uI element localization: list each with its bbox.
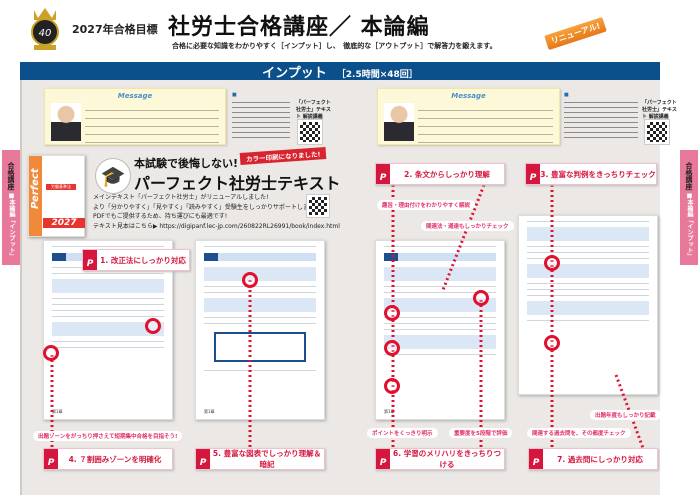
highlight-ring	[242, 272, 258, 288]
textbook-title: パーフェクト社労士テキスト	[134, 174, 341, 193]
point-badge: P	[44, 449, 58, 469]
side-tab-right: 合格講座 ■本論編「インプット」	[680, 150, 698, 265]
side-tab-left: 合格講座 ■本論編「インプット」	[2, 150, 20, 265]
highlight-ring	[145, 318, 161, 334]
desc-line: PDFでもご提供するため、持ち運びにも最適です!	[93, 213, 228, 220]
point-7: P 7. 過去問にしっかり対応	[528, 448, 658, 470]
point-badge: P	[196, 449, 210, 469]
side-tab-title: 合格講座	[685, 161, 693, 190]
point-number: 5.	[212, 449, 221, 458]
sample-link[interactable]: テキスト見本はこちら▶ https://digipanf.lec-jp.com/…	[93, 222, 340, 230]
instructor-message-1: Message	[44, 88, 226, 145]
section-schedule: ［2.5時間×48回］	[336, 70, 418, 80]
instructor-photo	[51, 103, 81, 141]
qr-code[interactable]	[644, 119, 670, 145]
point-4: P 4. ７割囲みゾーンを明確化	[43, 448, 173, 470]
page-chapter: 第1章	[384, 409, 395, 414]
connector	[441, 184, 486, 291]
point-badge: P	[376, 164, 390, 184]
message-heading: Message	[451, 92, 486, 100]
sample-page-2: 第1章	[195, 240, 325, 420]
textbook-headline: 本試験で後悔しない!	[134, 157, 239, 170]
instructor-message-2: Message	[377, 88, 560, 145]
instructor-profile-1: ■	[232, 88, 290, 144]
instructor-profile-2: ■	[564, 88, 638, 144]
point-badge: P	[83, 250, 97, 270]
textbook-cover: Perfect 労働基準法 2027	[28, 155, 85, 237]
qr-code[interactable]	[297, 119, 323, 145]
point-label: 過去問にしっかり対応	[567, 454, 643, 464]
point-2: P 2. 条文からしっかり理解	[375, 163, 505, 185]
callout-point-marked: ポイントをくっきり明示	[367, 428, 438, 438]
page-chapter: 第1章	[204, 409, 215, 414]
qr-label: 「パーフェクト社労士」テキスト 解説講義	[642, 100, 677, 120]
highlight-ring	[544, 255, 560, 271]
section-band: インプット ［2.5時間×48回］	[20, 62, 660, 81]
point-number: 2.	[404, 169, 413, 179]
point-number: 1.	[100, 255, 109, 265]
callout-importance: 重要度を5段階で評価	[449, 428, 513, 438]
point-badge: P	[376, 449, 390, 469]
highlight-ring	[43, 345, 59, 361]
qr-label: 「パーフェクト社労士」テキスト 解説講義	[296, 100, 331, 120]
cover-year: 2027	[43, 218, 85, 228]
instructor-photo	[384, 103, 414, 141]
callout-zone: 出題ゾーンをがっちり押さえて短期集中合格を目指そう!	[33, 431, 183, 441]
sample-page-4	[518, 215, 658, 395]
point-label: ７割囲みゾーンを明確化	[79, 454, 162, 464]
point-number: 3.	[540, 169, 549, 179]
message-heading: Message	[117, 92, 153, 100]
callout-reason: 趣旨・理由付けをわかりやすく解説	[377, 200, 476, 210]
highlight-ring	[544, 335, 560, 351]
point-label: 条文からしっかり理解	[414, 169, 490, 179]
textbook-description: メインテキスト「パーフェクト社労士」がリニューアルしました! より「分かりやすく…	[93, 193, 340, 231]
highlight-ring	[384, 305, 400, 321]
page-title: 社労士合格講座／ 本論編	[168, 15, 430, 40]
point-badge: P	[529, 449, 543, 469]
point-label: 豊富な判例をきっちりチェック	[551, 169, 656, 179]
point-number: 6.	[393, 449, 402, 458]
section-title: インプット	[262, 66, 327, 81]
point-number: 7.	[557, 454, 566, 464]
cover-label: 労働基準法	[46, 184, 76, 190]
point-label: 改正法にしっかり対応	[110, 255, 186, 265]
point-number: 4.	[68, 454, 77, 464]
anniversary-emblem-icon: 40	[31, 8, 59, 50]
desc-line: メインテキスト「パーフェクト社労士」がリニューアルしました!	[93, 194, 269, 201]
side-tab-subtitle: ■本論編「インプット」	[8, 192, 15, 260]
side-tab-subtitle: ■本論編「インプット」	[686, 192, 693, 260]
page-chapter: 第1章	[52, 409, 63, 414]
target-year: 2027年合格目標	[72, 23, 158, 36]
callout-year: 出題年度もしっかり記載	[590, 410, 661, 420]
svg-text:40: 40	[39, 28, 52, 39]
highlight-ring	[384, 378, 400, 394]
textbook-qr-code[interactable]	[306, 194, 330, 218]
header	[20, 0, 660, 62]
callout-related: 関連法・通達もしっかりチェック	[421, 221, 514, 231]
page-subtitle: 合格に必要な知識をわかりやすく［インプット］し、 徹底的な［アウトプット］で解答…	[172, 42, 497, 50]
point-badge: P	[526, 164, 540, 184]
desc-line: より「分かりやすく」「見やすく」「読みやすく」受験生をしっかりサポートします!	[93, 203, 318, 211]
highlight-ring	[473, 290, 489, 306]
point-label: 学習のメリハリをきっちりつける	[403, 449, 501, 469]
highlight-ring	[384, 340, 400, 356]
mascot-icon: 🎓	[95, 158, 131, 194]
side-tab-title: 合格講座	[7, 161, 15, 190]
point-label: 豊富な図表でしっかり理解＆暗記	[223, 449, 322, 469]
callout-past-questions: 関連する過去問を、その都度チェック	[527, 428, 631, 438]
